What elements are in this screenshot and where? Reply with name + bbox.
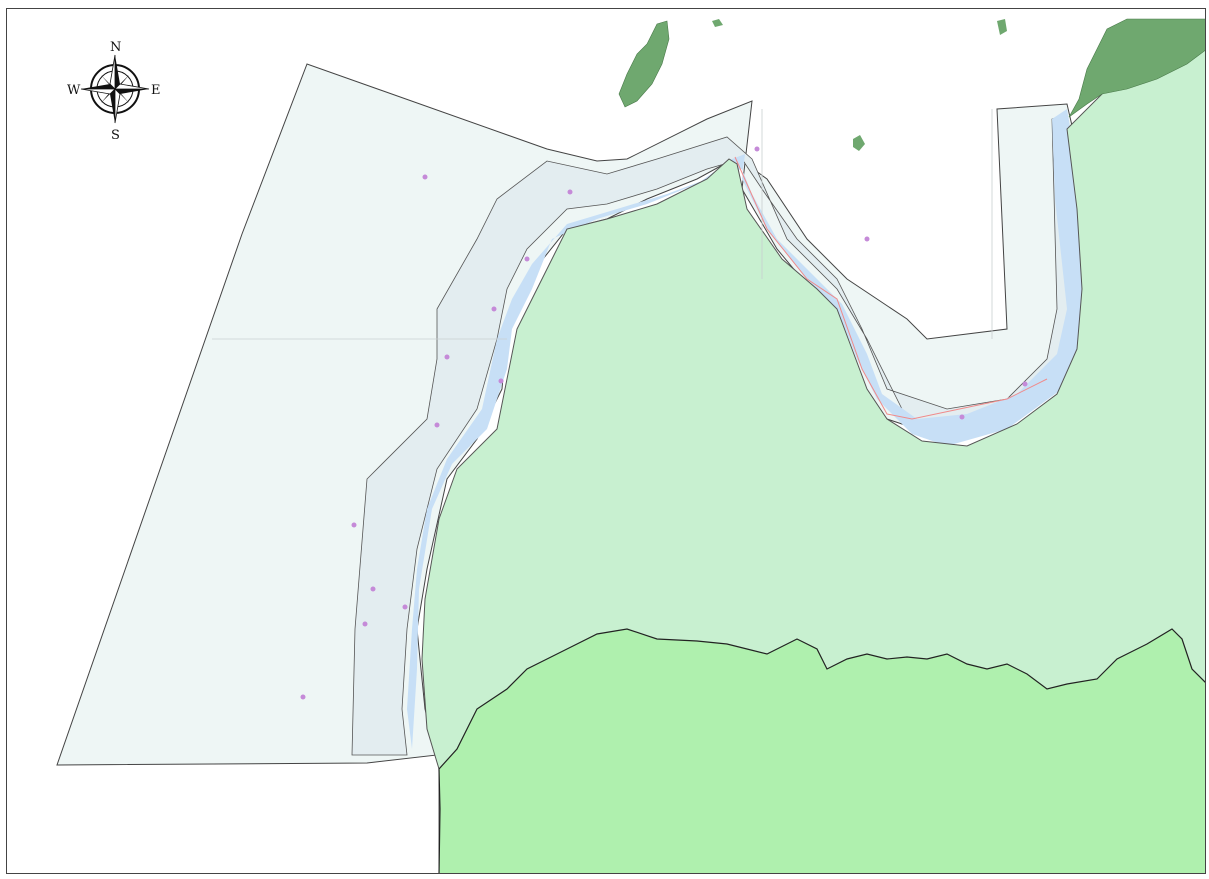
points-of-interest [300, 146, 1028, 700]
poi-marker[interactable] [300, 694, 306, 700]
compass-label-west: W [67, 83, 81, 98]
poi-marker[interactable] [351, 522, 357, 528]
island-small-3 [853, 135, 865, 151]
poi-marker[interactable] [422, 174, 428, 180]
poi-marker[interactable] [754, 146, 760, 152]
compass-point-east-b [114, 83, 150, 90]
compass-point-west-b [80, 88, 116, 95]
poi-marker[interactable] [498, 378, 504, 384]
poi-marker[interactable] [370, 586, 376, 592]
island-small-1 [712, 19, 723, 27]
poi-marker[interactable] [402, 604, 408, 610]
poi-marker[interactable] [491, 306, 497, 312]
island-small-2 [997, 19, 1007, 35]
map-canvas[interactable]: N S E W [7, 9, 1206, 874]
poi-marker[interactable] [959, 414, 965, 420]
compass-point-south [110, 89, 115, 123]
compass-rose: N S E W [67, 40, 161, 143]
poi-marker[interactable] [864, 236, 870, 242]
poi-marker[interactable] [362, 621, 368, 627]
route-line [734, 156, 1048, 420]
compass-point-east [115, 89, 149, 94]
map-frame[interactable]: N S E W [6, 8, 1206, 874]
poi-marker[interactable] [524, 256, 530, 262]
poi-marker[interactable] [434, 422, 440, 428]
island-large [618, 20, 670, 108]
compass-label-east: E [151, 83, 161, 98]
poi-marker[interactable] [1022, 381, 1028, 387]
compass-label-north: N [110, 40, 121, 55]
poi-marker[interactable] [444, 354, 450, 360]
island-northeast [1068, 18, 1205, 118]
poi-marker[interactable] [567, 189, 573, 195]
shallow-water [407, 109, 1087, 749]
compass-label-south: S [111, 128, 120, 143]
compass-point-west [81, 84, 115, 89]
south-land [438, 628, 1205, 873]
compass-point-north [115, 55, 120, 89]
